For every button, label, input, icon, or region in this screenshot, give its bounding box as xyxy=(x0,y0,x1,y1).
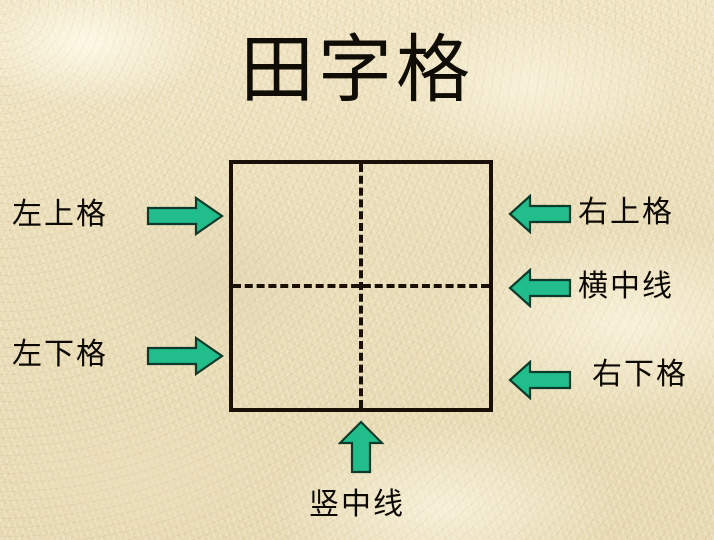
label-vertical-center-line: 竖中线 xyxy=(309,487,405,522)
arrow-up-icon xyxy=(338,420,384,474)
label-bottom-right-cell: 右下格 xyxy=(592,357,688,392)
page-title: 田字格 xyxy=(240,27,474,113)
label-top-left-cell: 左上格 xyxy=(12,197,108,232)
label-bottom-left-cell: 左下格 xyxy=(12,337,108,372)
arrow-right-icon xyxy=(146,336,224,376)
arrow-right-icon xyxy=(146,196,224,236)
label-top-right-cell: 右上格 xyxy=(578,195,674,230)
arrow-left-icon xyxy=(508,360,572,400)
tian-zi-ge-grid xyxy=(229,160,493,412)
arrow-left-icon xyxy=(508,268,572,308)
label-horizontal-center-line: 横中线 xyxy=(578,269,674,304)
grid-horizontal-center-line xyxy=(233,284,489,288)
arrow-left-icon xyxy=(508,194,572,234)
